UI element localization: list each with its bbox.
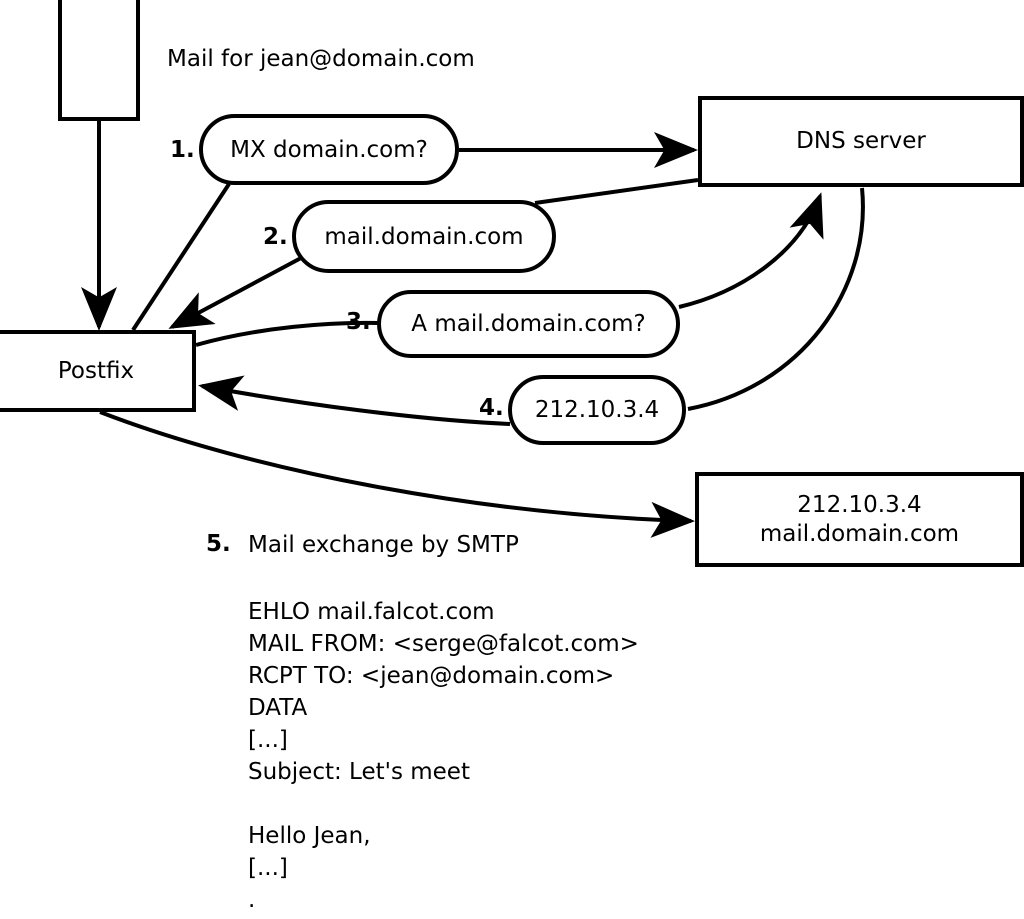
connector-dns-to-step2	[534, 178, 699, 205]
step-4-bubble[interactable]: 212.10.3.4	[508, 375, 686, 445]
connector-step4-to-postfix	[198, 375, 511, 426]
connector-step2-to-postfix	[168, 256, 302, 329]
step-1-bubble[interactable]: MX domain.com?	[199, 114, 459, 185]
connector-postfix-to-mailserver	[99, 410, 695, 538]
node-mail-server-box[interactable]: 212.10.3.4 mail.domain.com	[695, 472, 1024, 567]
step-5-number: 5.	[206, 531, 231, 557]
step-5-label: Mail exchange by SMTP	[248, 532, 519, 558]
step-3-number: 3.	[346, 309, 371, 335]
connector-postfix-to-step1	[131, 182, 231, 332]
step-3-bubble[interactable]: A mail.domain.com?	[377, 290, 680, 358]
step-1-number: 1.	[170, 137, 195, 163]
connector-postfix-to-step3	[195, 320, 380, 347]
step-2-bubble[interactable]: mail.domain.com	[292, 200, 556, 273]
connector-step3-to-dns	[678, 192, 824, 309]
step-3-bubble-label: A mail.domain.com?	[411, 311, 646, 337]
node-dns-server-label: DNS server	[796, 128, 926, 155]
node-client-box[interactable]	[58, 0, 140, 121]
smtp-transcript: EHLO mail.falcot.com MAIL FROM: <serge@f…	[248, 599, 639, 913]
step-4-number: 4.	[479, 395, 504, 421]
step-4-bubble-label: 212.10.3.4	[534, 397, 660, 423]
connector-dns-to-step4	[687, 187, 865, 411]
node-postfix-label: Postfix	[57, 357, 135, 384]
node-postfix-box[interactable]: Postfix	[0, 330, 196, 412]
step-2-bubble-label: mail.domain.com	[324, 223, 524, 250]
step-1-bubble-label: MX domain.com?	[230, 136, 428, 163]
node-dns-server-box[interactable]: DNS server	[698, 96, 1024, 187]
node-mail-server-label: 212.10.3.4 mail.domain.com	[759, 492, 960, 547]
caption-mail-for: Mail for jean@domain.com	[167, 46, 475, 72]
step-2-number: 2.	[263, 224, 288, 250]
